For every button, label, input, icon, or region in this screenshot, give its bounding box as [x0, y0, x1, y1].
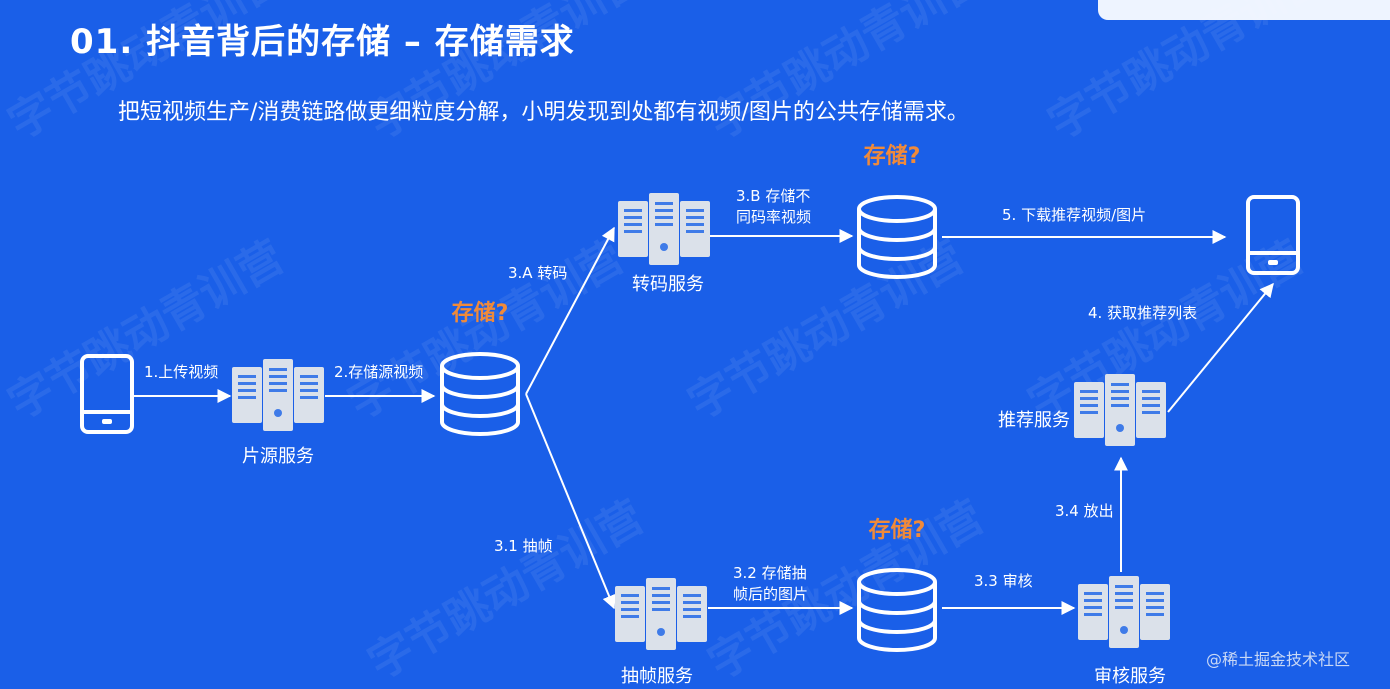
- storage-question-source: 存储?: [452, 300, 509, 326]
- edge-label-upload: 1.上传视频: [144, 363, 218, 381]
- credit-text: @稀土掘金技术社区: [1206, 650, 1351, 669]
- watermark-text: 字节跳动青训营: [0, 0, 292, 150]
- arrow-extract-frames: [525, 393, 616, 610]
- flow-arrows: [134, 226, 1274, 615]
- watermark-text: 字节跳动青训营: [360, 491, 652, 689]
- watermark-text: 字节跳动青训营: [340, 231, 632, 429]
- edge-label-extract-frames: 3.1 抽帧: [494, 537, 553, 555]
- arrow-transcode: [525, 226, 615, 395]
- recommend-service-label: 推荐服务: [998, 410, 1070, 431]
- edge-label-transcode: 3.A 转码: [508, 264, 567, 282]
- edge-label-store-source: 2.存储源视频: [334, 363, 423, 381]
- edge-label-download: 5. 下载推荐视频/图片: [1002, 206, 1146, 224]
- edge-label-store-frames-1: 3.2 存储抽: [733, 564, 807, 582]
- watermark-text: 字节跳动青训营: [680, 231, 972, 429]
- review-service-server-icon: [1078, 576, 1170, 648]
- corner-tab: [1098, 0, 1390, 20]
- storage-question-transcode: 存储?: [864, 143, 921, 169]
- edge-label-review: 3.3 审核: [974, 572, 1033, 590]
- transcode-service-label: 转码服务: [632, 274, 704, 295]
- page-title: 01. 抖音背后的存储 – 存储需求: [70, 22, 575, 62]
- edge-label-release: 3.4 放出: [1055, 502, 1114, 520]
- storage-question-frames: 存储?: [869, 517, 926, 543]
- edge-label-store-bitrate-1: 3.B 存储不: [736, 187, 810, 205]
- edge-label-fetch-list: 4. 获取推荐列表: [1088, 304, 1197, 322]
- review-service-label: 审核服务: [1094, 666, 1166, 687]
- watermark-text: 字节跳动青训营: [360, 0, 652, 150]
- frame-service-server-icon: [615, 578, 707, 650]
- edge-label-store-frames-2: 帧后的图片: [733, 585, 808, 603]
- source-service-server-icon: [232, 359, 324, 431]
- frame-service-label: 抽帧服务: [621, 666, 693, 687]
- watermark-text: 字节跳动青训营: [1040, 0, 1332, 150]
- arrow-fetch-list: [1167, 282, 1274, 413]
- watermark-text: 字节跳动青训营: [700, 0, 992, 150]
- source-service-label: 片源服务: [242, 446, 314, 467]
- edge-label-store-bitrate-2: 同码率视频: [736, 208, 811, 226]
- page-subtitle: 把短视频生产/消费链路做更细粒度分解，小明发现到处都有视频/图片的公共存储需求。: [118, 100, 969, 125]
- recommend-service-server-icon: [1074, 374, 1166, 446]
- transcode-service-server-icon: [618, 193, 710, 265]
